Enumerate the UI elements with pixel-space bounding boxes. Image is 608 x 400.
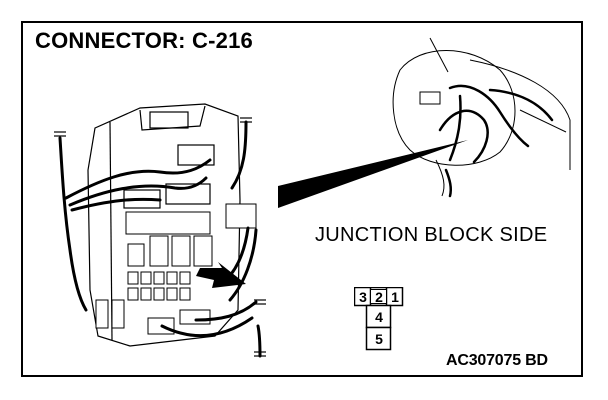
dashboard-wiring — [438, 84, 554, 198]
connector-pointer-arrow — [196, 262, 246, 288]
diagram-frame — [21, 21, 583, 377]
leader-wedge — [278, 140, 468, 208]
diagram-title: CONNECTOR: C-216 — [35, 28, 253, 53]
vehicle-dashboard-sketch — [392, 37, 571, 197]
pin-2: 2 — [375, 289, 383, 305]
wire-end-marks — [54, 117, 266, 357]
pin-outline — [354, 287, 404, 351]
pin-3: 3 — [359, 289, 367, 305]
pin-1: 1 — [391, 289, 399, 305]
pin-4: 4 — [375, 309, 383, 325]
figure-id: AC307075 BD — [446, 352, 548, 369]
fuse-slots — [95, 203, 257, 335]
junction-block-side-label: JUNCTION BLOCK SIDE — [315, 224, 548, 246]
pin-5: 5 — [375, 331, 383, 347]
